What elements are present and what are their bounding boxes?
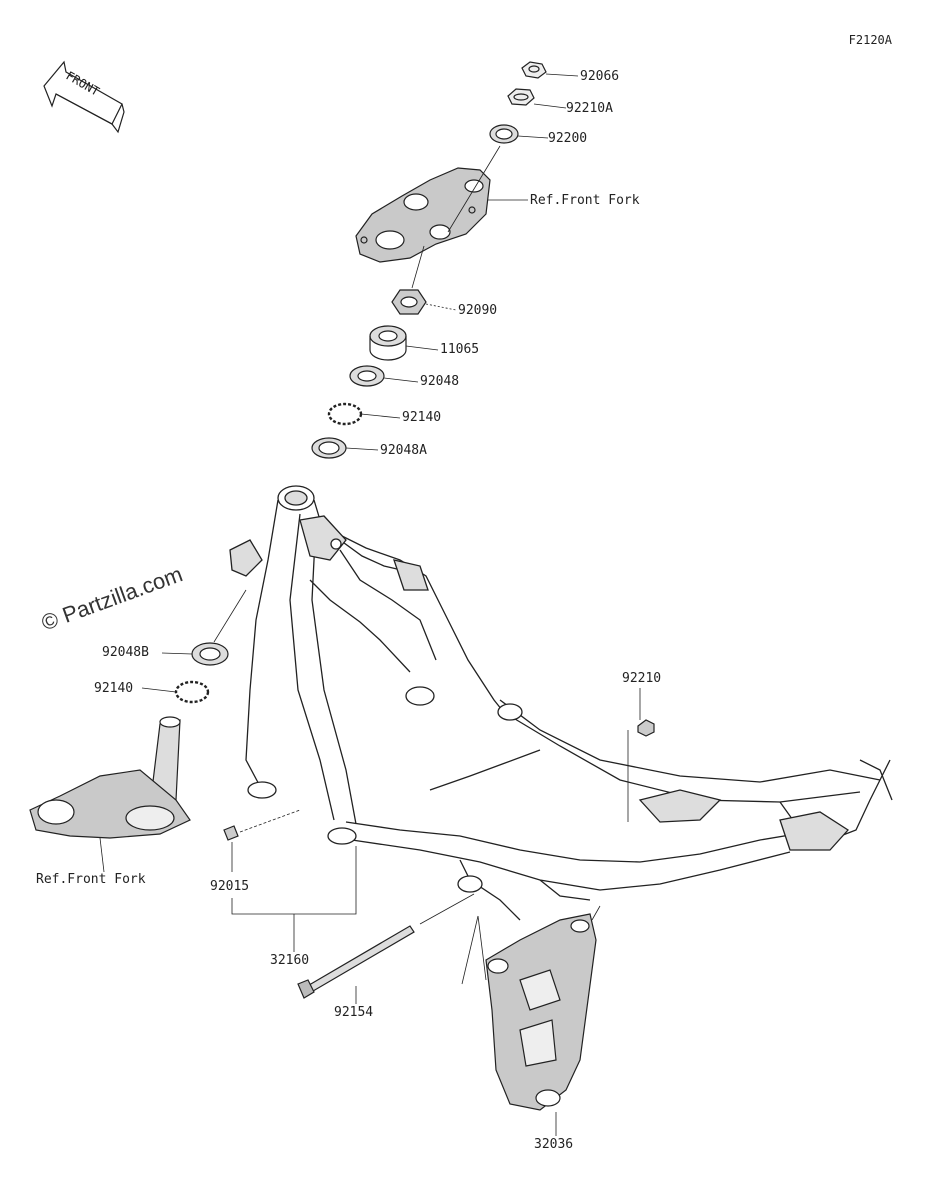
label-92210A: 92210A: [566, 101, 613, 116]
ball-bearing-92140: [327, 402, 363, 426]
label-92210: 92210: [622, 671, 662, 686]
ball-bearing-92140-lower: [174, 680, 210, 704]
nut-92090: [391, 289, 427, 315]
label-92140: 92140: [402, 410, 442, 425]
label-92048B: 92048B: [102, 645, 149, 660]
main-frame: [229, 485, 893, 921]
label-92154: 92154: [334, 1005, 374, 1020]
figure-code: F2120A: [848, 33, 892, 47]
nut-92210: [637, 719, 655, 737]
label-92048: 92048: [420, 374, 460, 389]
label-32160: 32160: [270, 953, 310, 968]
label-92015: 92015: [210, 879, 250, 894]
washer-92200: [489, 124, 519, 144]
front-arrow-icon: FRONT: [43, 60, 125, 134]
engine-bracket-32036: [485, 913, 597, 1111]
stem-nut-92066: [521, 61, 547, 79]
label-32036: 32036: [534, 1137, 574, 1152]
locknut-92210A: [507, 88, 535, 106]
label-11065: 11065: [440, 342, 480, 357]
bolt-92015: [223, 825, 239, 841]
label-ref-front-fork-upper: Ref.Front Fork: [530, 193, 640, 208]
race-92048: [349, 365, 385, 387]
steering-stem: [29, 716, 191, 839]
label-92066: 92066: [580, 69, 620, 84]
bearing-11065: [369, 325, 407, 361]
long-bolt-92154: [297, 925, 415, 999]
label-92090: 92090: [458, 303, 498, 318]
upper-triple-clamp: [355, 167, 491, 263]
label-92048A: 92048A: [380, 443, 427, 458]
leader-lines: [99, 73, 641, 1136]
label-92200: 92200: [548, 131, 588, 146]
label-ref-front-fork-lower: Ref.Front Fork: [36, 872, 146, 887]
label-92140-lower: 92140: [94, 681, 134, 696]
race-92048A: [311, 437, 347, 459]
race-92048B: [191, 642, 229, 666]
